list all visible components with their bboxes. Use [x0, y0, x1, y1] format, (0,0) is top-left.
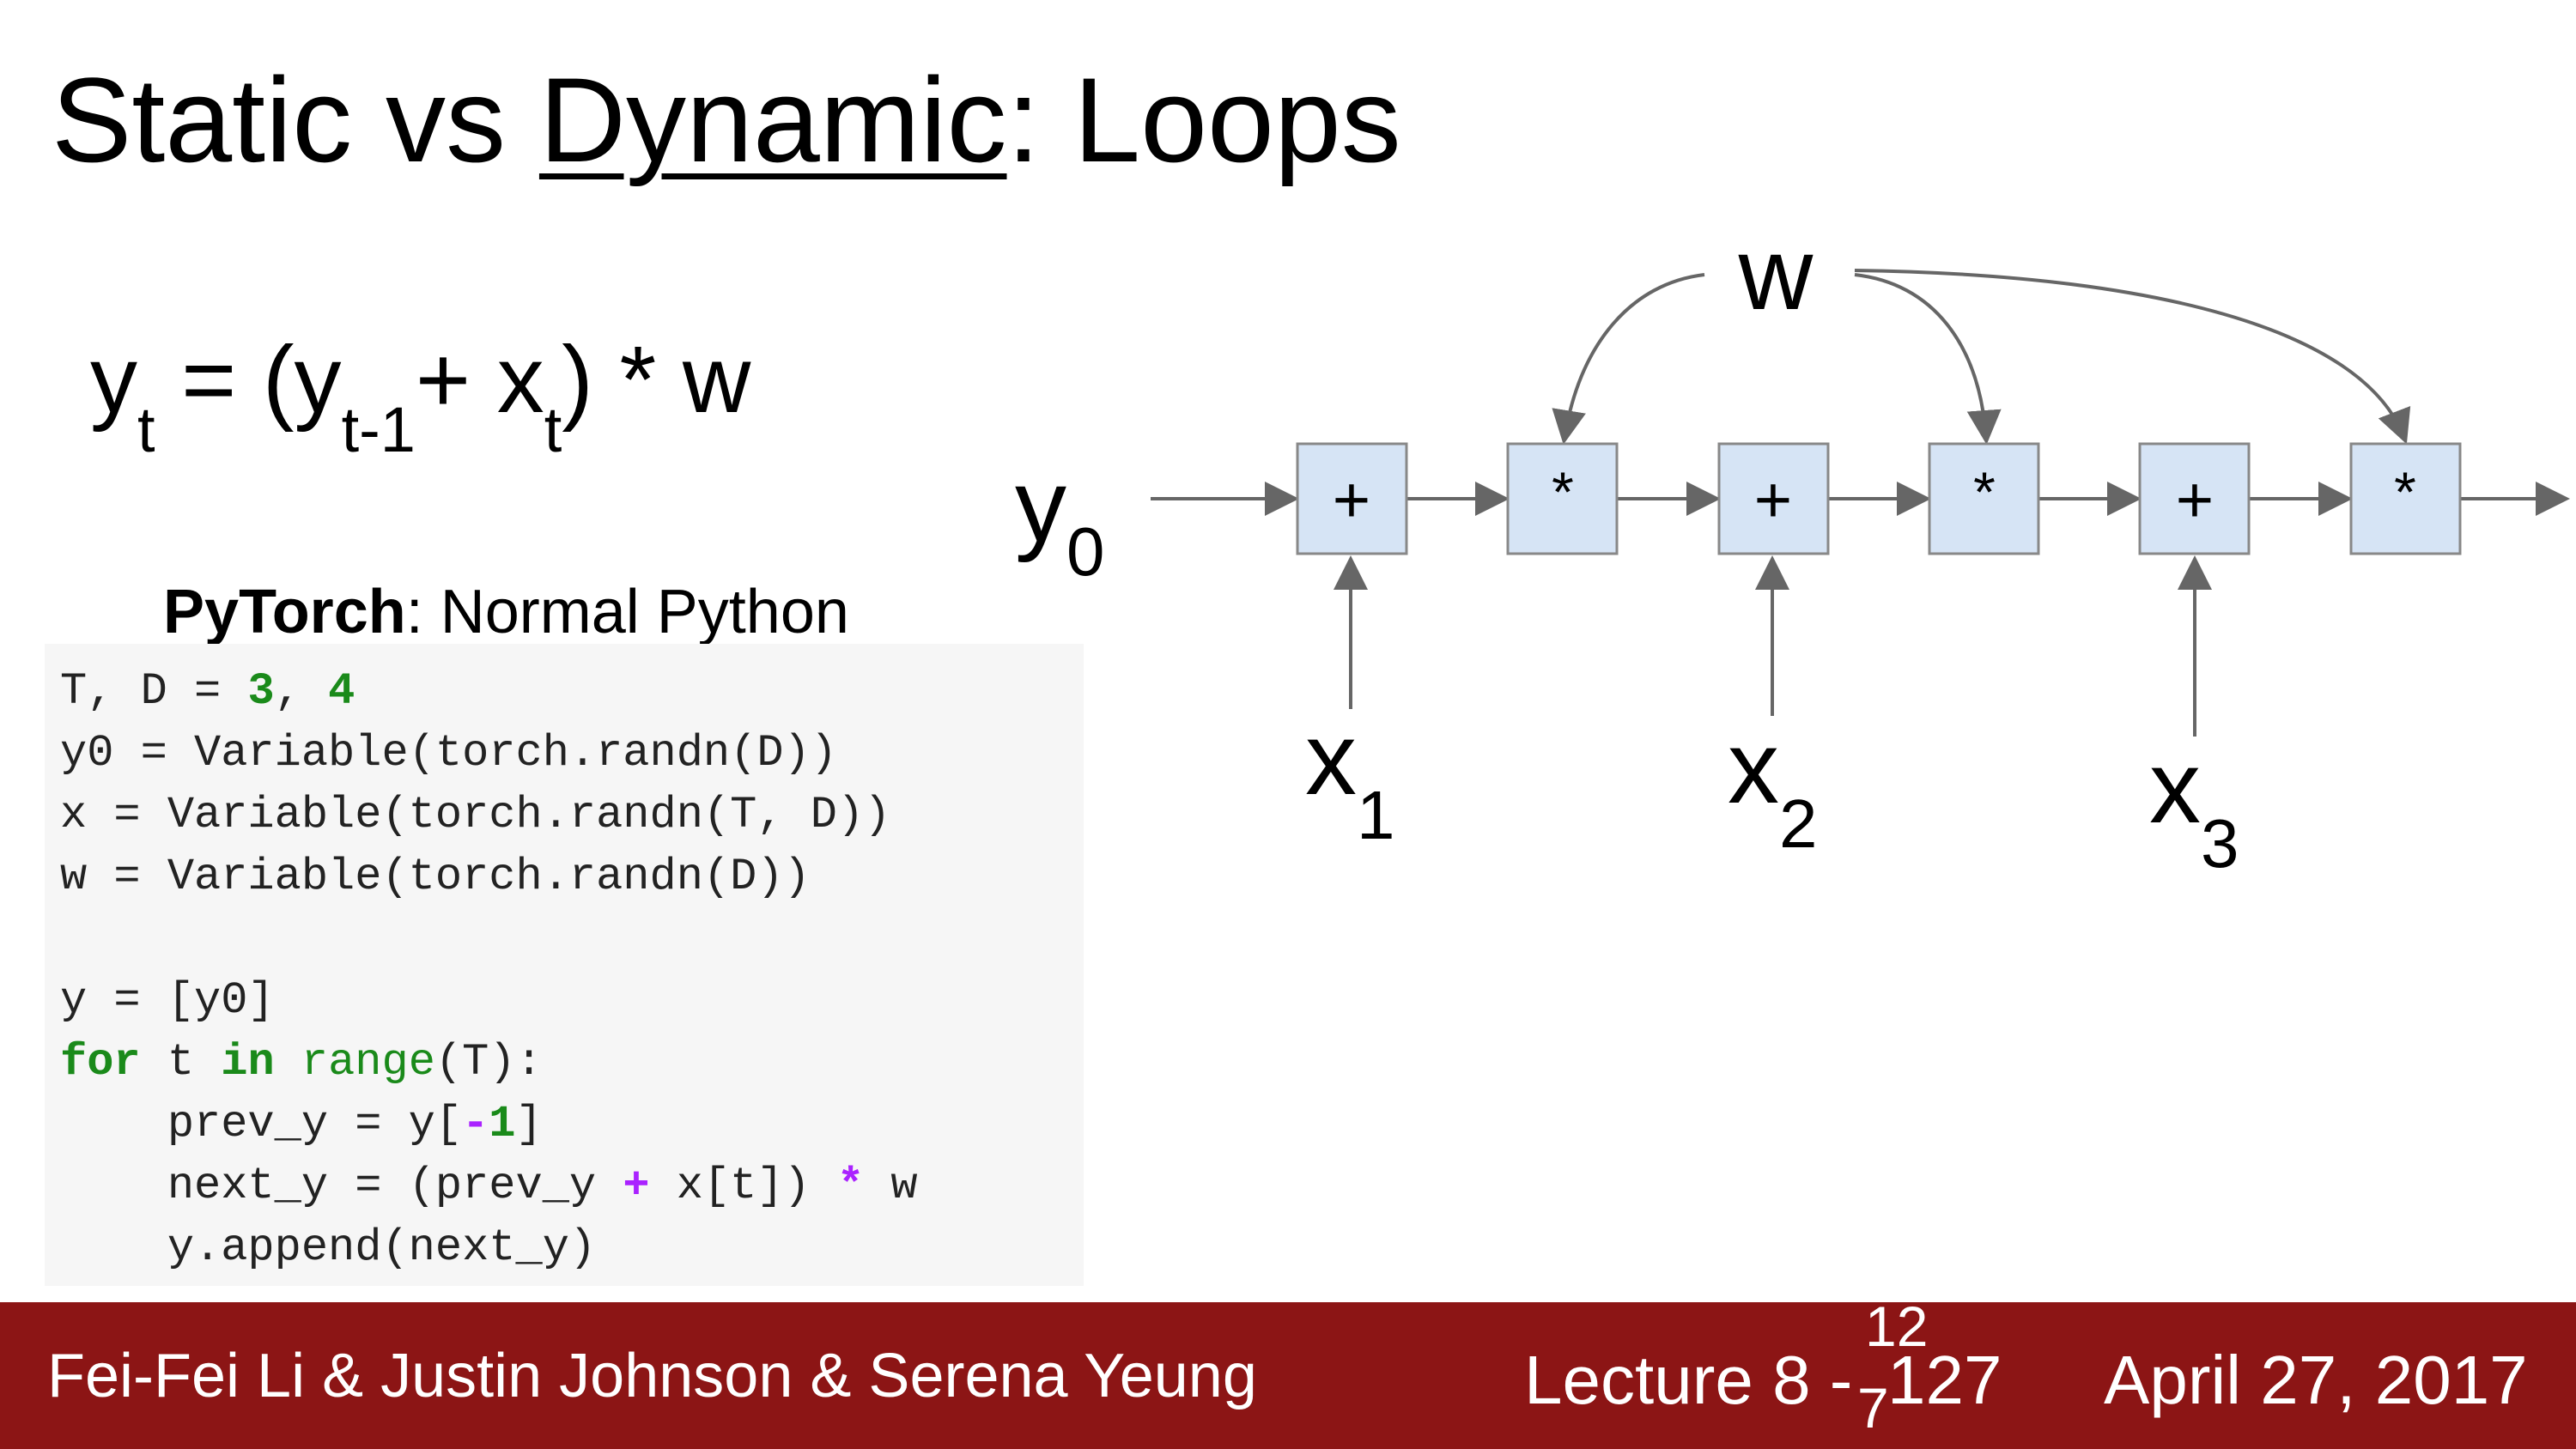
x3-label: x3	[2149, 730, 2239, 882]
code-block: T, D = 3, 4 y0 = Variable(torch.randn(D)…	[45, 644, 1084, 1286]
footer-lecture: Lecture 8 -	[1524, 1342, 1853, 1418]
slide-footer: Fei-Fei Li & Justin Johnson & Serena Yeu…	[0, 1294, 2576, 1449]
title-prefix: Static vs	[52, 52, 539, 187]
eq-close-w: ) * w	[562, 327, 751, 433]
code-line-1: T, D = 3, 4	[60, 666, 355, 717]
op-node-3-label: +	[1754, 464, 1792, 537]
title-emphasis: Dynamic	[538, 52, 1007, 187]
op-node-4-label: *	[1973, 460, 1996, 524]
op-node-2-label: *	[1552, 460, 1574, 524]
eq-plus-x: + x	[415, 327, 544, 433]
eq-open: = (y	[155, 327, 342, 433]
eq-y: y	[90, 327, 137, 433]
x1-label: x1	[1305, 701, 1395, 853]
arrow-w-to-node-6	[1854, 269, 2411, 445]
diagram-nodes: + * + * + *	[1296, 442, 2462, 555]
slide-title: Static vs Dynamic: Loops	[52, 60, 1401, 180]
op-node-1-label: +	[1333, 464, 1370, 537]
eq-sub-t: t	[137, 394, 155, 465]
footer-authors: Fei-Fei Li & Justin Johnson & Serena Yeu…	[47, 1342, 1257, 1410]
op-node-4	[1928, 442, 2040, 555]
diagram-labels: w y0 x1 x2 x3	[1015, 216, 2239, 882]
footer-date: April 27, 2017	[2104, 1342, 2528, 1418]
code-caption: PyTorch: Normal Python	[163, 577, 849, 647]
caption-bold: PyTorch	[163, 578, 406, 646]
op-node-5	[2138, 442, 2251, 555]
computational-graph-diagram: + * + * + * w y0 x1 x2 x3	[1015, 216, 2570, 882]
arrow-w-to-node-4	[1854, 273, 2002, 445]
code-line-4: w = Variable(torch.randn(D))	[60, 852, 811, 902]
footer-slide-bottom: 7	[1857, 1376, 1889, 1440]
recurrence-equation: yt = (yt-1+ xt) * w	[90, 333, 750, 462]
op-node-1	[1296, 442, 1408, 555]
eq-sub-t2: t	[544, 394, 562, 465]
w-label: w	[1738, 216, 1814, 331]
eq-sub-t-minus-1: t-1	[341, 394, 416, 465]
footer-slide-top: 12	[1865, 1294, 1929, 1358]
arrow-w-to-node-2	[1552, 273, 1705, 445]
op-node-3	[1717, 442, 1830, 555]
code-line-10: y.append(next_y)	[60, 1222, 597, 1273]
op-node-6-label: *	[2394, 460, 2416, 524]
code-line-9: next_y = (prev_y + x[t]) * w	[60, 1161, 918, 1211]
caption-rest: : Normal Python	[405, 578, 849, 646]
code-line-2: y0 = Variable(torch.randn(D))	[60, 728, 837, 779]
diagram-arrows	[1151, 269, 2570, 737]
code-line-8: prev_y = y[-1]	[60, 1099, 543, 1149]
op-node-6	[2349, 442, 2462, 555]
y0-label: y0	[1015, 448, 1105, 590]
code-line-6: y = [y0]	[60, 975, 275, 1026]
code-line-3: x = Variable(torch.randn(T, D))	[60, 790, 891, 840]
op-node-5-label: +	[2176, 464, 2214, 537]
op-node-2	[1506, 442, 1619, 555]
footer-slide-number: 127	[1887, 1342, 2002, 1418]
x2-label: x2	[1728, 710, 1818, 862]
title-suffix: : Loops	[1006, 52, 1401, 187]
code-line-7: for t in range(T):	[60, 1037, 543, 1088]
